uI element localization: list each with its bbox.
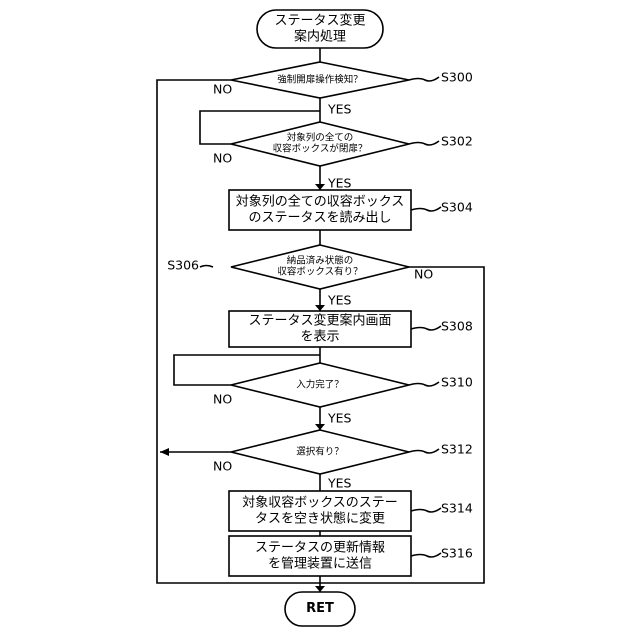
start-label: ステータス変更 案内処理 (274, 13, 365, 44)
s306-text: 納品済み状態の 収容ボックス有り？ (277, 256, 362, 279)
s302-text: 対象列の全ての 収容ボックスが閉扉？ (273, 133, 368, 156)
s316-id: S316 (441, 546, 473, 561)
s314-id: S314 (441, 501, 473, 516)
s306-no-label: NO (414, 267, 433, 282)
s306-id: S306 (167, 258, 199, 273)
s312-text: 選択有り？ (296, 446, 344, 457)
s308-text: ステータス変更案内画面 を表示 (248, 313, 391, 344)
s314-text: 対象収容ボックスのステー タスを空き状態に変更 (242, 495, 398, 526)
s300-id: S300 (441, 70, 473, 85)
s312-id: S312 (441, 442, 473, 457)
s304-id: S304 (441, 200, 473, 215)
s310-id: S310 (441, 375, 473, 390)
s310-no-label: NO (213, 392, 232, 407)
s312-yes-label: YES (328, 476, 351, 491)
s302-no-label: NO (213, 151, 232, 166)
s300-text: 強制開扉操作検知？ (277, 74, 363, 85)
s310-yes-label: YES (328, 411, 351, 426)
s306-yes-label: YES (328, 293, 351, 308)
s300-yes-label: YES (328, 102, 351, 117)
s304-text: 対象列の全ての収容ボックス のステータスを読み出し (236, 194, 405, 225)
s310-text: 入力完了？ (296, 379, 344, 390)
s302-yes-label: YES (328, 176, 351, 191)
s316-text: ステータスの更新情報 を管理装置に送信 (255, 540, 385, 571)
s300-no-label: NO (213, 82, 232, 97)
s312-no-label: NO (213, 459, 232, 474)
end-label: RET (306, 601, 334, 617)
s302-id: S302 (441, 134, 473, 149)
s308-id: S308 (441, 319, 473, 334)
